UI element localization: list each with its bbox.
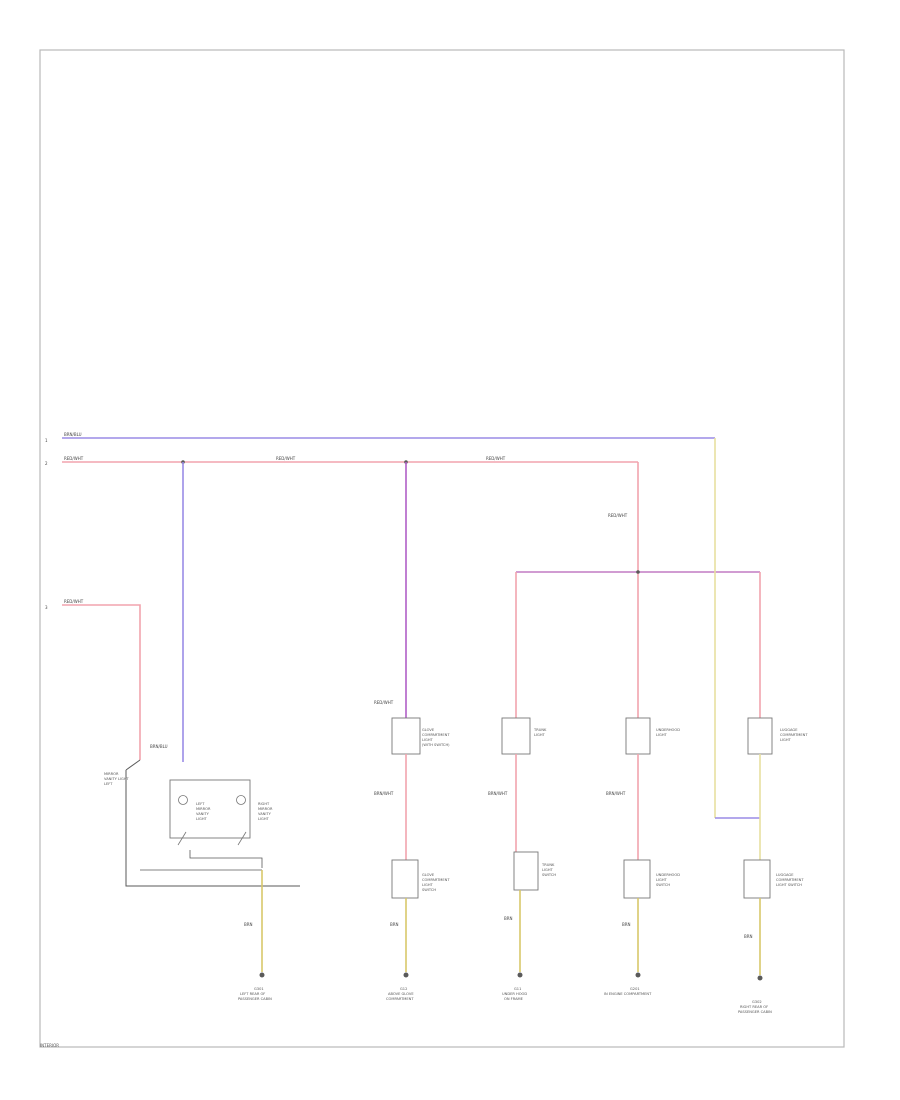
gnd-1-line3: PASSENGER CABIN [238, 997, 272, 1001]
splice-3 [636, 570, 640, 574]
comp-trunk-lamp-line1: TRUNK [533, 728, 547, 732]
ground-icon-5 [757, 975, 763, 981]
gnd-4-line1: G201 [630, 987, 640, 991]
rail-1-label: BRN/BLU [64, 432, 82, 437]
wire-label-red-right: RED/WHT [608, 513, 628, 518]
comp-mirror-lamps [169, 779, 251, 839]
comp-lamp-1-line4: LIGHT [196, 817, 208, 821]
comp-left-switch-line2: VANITY LIGHT [104, 777, 130, 781]
comp-glove-switch-line4: SWITCH [422, 888, 436, 892]
comp-glove-lamp-line4: (WITH SWITCH) [422, 743, 450, 747]
comp-trunk-switch-line3: SWITCH [542, 873, 556, 877]
connector-3-label: 3 [45, 605, 48, 610]
comp-luggage-lamp-line1: LUGGAGE [780, 728, 798, 732]
wire-label-gnd-2: BRN [390, 922, 399, 927]
comp-lamp-2-line3: VANITY [258, 812, 272, 816]
ground-icon-1 [259, 972, 265, 978]
gnd-4-line2: IN ENGINE COMPARTMENT [604, 992, 652, 996]
rail-2-label: RED/WHT [64, 456, 84, 461]
gnd-5-line1: G302 [752, 1000, 762, 1004]
comp-left-switch-line1: MIRROR [104, 772, 119, 776]
comp-luggage-switch-line2: COMPARTMENT [776, 878, 804, 882]
wire-left-black [125, 759, 141, 771]
comp-lamp-2-line4: LIGHT [258, 817, 270, 821]
comp-left-switch-line3: LEFT [104, 782, 113, 786]
comp-trunk-lamp [501, 717, 531, 755]
comp-luggage-lamp [747, 717, 773, 755]
gnd-5-line3: PASSENGER CABIN [738, 1010, 772, 1014]
comp-glove-switch-line3: LIGHT [422, 883, 434, 887]
comp-lamp-2-line1: RIGHT [258, 802, 270, 806]
comp-glove-lamp-line1: GLOVE [422, 728, 435, 732]
gnd-1-line1: G301 [254, 987, 264, 991]
footer-label: INTERIOR [40, 1043, 60, 1048]
gnd-3-line2: UNDER HOOD [502, 992, 527, 996]
comp-under-switch-line2: LIGHT [656, 878, 668, 882]
diagram-frame [39, 49, 845, 1048]
wire-label-blue-drop: BRN/BLU [150, 744, 168, 749]
gnd-1-line2: LEFT REAR OF [240, 992, 265, 996]
ground-icon-3 [517, 972, 523, 978]
comp-lamp-1-line1: LEFT [196, 802, 205, 806]
rail-2-label-c: RED/WHT [486, 456, 506, 461]
rail-2-label-b: RED/WHT [276, 456, 296, 461]
comp-glove-switch [391, 859, 419, 899]
wire-label-purple-drop: RED/WHT [374, 700, 394, 705]
wire-label-glove-mid: BRN/WHT [374, 791, 394, 796]
gnd-5-line2: RIGHT REAR OF [740, 1005, 768, 1009]
wire-label-gnd-3: BRN [504, 916, 513, 921]
gnd-2-line2: ABOVE GLOVE [388, 992, 414, 996]
comp-luggage-switch-line1: LUGGAGE [776, 873, 794, 877]
wire-left-return [125, 770, 300, 887]
comp-lamp-1-line3: VANITY [196, 812, 210, 816]
comp-luggage-lamp-line2: COMPARTMENT [780, 733, 808, 737]
comp-under-switch [623, 859, 651, 899]
wire-label-gnd-4: BRN [622, 922, 631, 927]
gnd-3-line1: G11 [514, 987, 521, 991]
comp-luggage-switch-line3: LIGHT SWITCH [776, 883, 802, 887]
gnd-2-line1: G12 [400, 987, 407, 991]
comp-under-lamp [625, 717, 651, 755]
comp-lamp-1-line2: MIRROR [196, 807, 211, 811]
comp-lamp-2-line2: MIRROR [258, 807, 273, 811]
ground-icon-2 [403, 972, 409, 978]
comp-trunk-switch [513, 851, 539, 891]
comp-luggage-switch [743, 859, 771, 899]
rail-3-label: RED/WHT [64, 599, 84, 604]
gnd-2-line3: COMPARTMENT [386, 997, 414, 1001]
ground-icon-4 [635, 972, 641, 978]
comp-trunk-lamp-line2: LIGHT [534, 733, 546, 737]
comp-glove-lamp-line2: COMPARTMENT [422, 733, 450, 737]
lamp-2-icon [236, 795, 246, 805]
lamp-switch-2 [237, 831, 247, 846]
wire-label-gnd-1: BRN [244, 922, 253, 927]
comp-trunk-switch-line1: TRUNK [541, 863, 555, 867]
comp-under-lamp-line2: LIGHT [656, 733, 668, 737]
comp-trunk-switch-line2: LIGHT [542, 868, 554, 872]
comp-luggage-lamp-line3: LIGHT [780, 738, 792, 742]
comp-glove-switch-line2: COMPARTMENT [422, 878, 450, 882]
gnd-3-line3: ON FRAME [504, 997, 524, 1001]
comp-glove-lamp [391, 717, 421, 755]
wire-label-gnd-5: BRN [744, 934, 753, 939]
lamp-1-icon [178, 795, 188, 805]
wire-lamp-common [189, 850, 263, 868]
comp-glove-lamp-line3: LIGHT [422, 738, 434, 742]
connector-1-label: 1 [45, 438, 48, 443]
comp-under-switch-line1: UNDERHOOD [656, 873, 680, 877]
comp-glove-switch-line1: GLOVE [422, 873, 435, 877]
comp-under-lamp-line1: UNDERHOOD [656, 728, 680, 732]
wire-label-under-mid: BRN/WHT [606, 791, 626, 796]
lamp-switch-1 [177, 831, 187, 846]
wire-label-trunk-mid: BRN/WHT [488, 791, 508, 796]
wire-red-left [62, 604, 141, 760]
comp-under-switch-line3: SWITCH [656, 883, 670, 887]
connector-2-label: 2 [45, 461, 48, 466]
